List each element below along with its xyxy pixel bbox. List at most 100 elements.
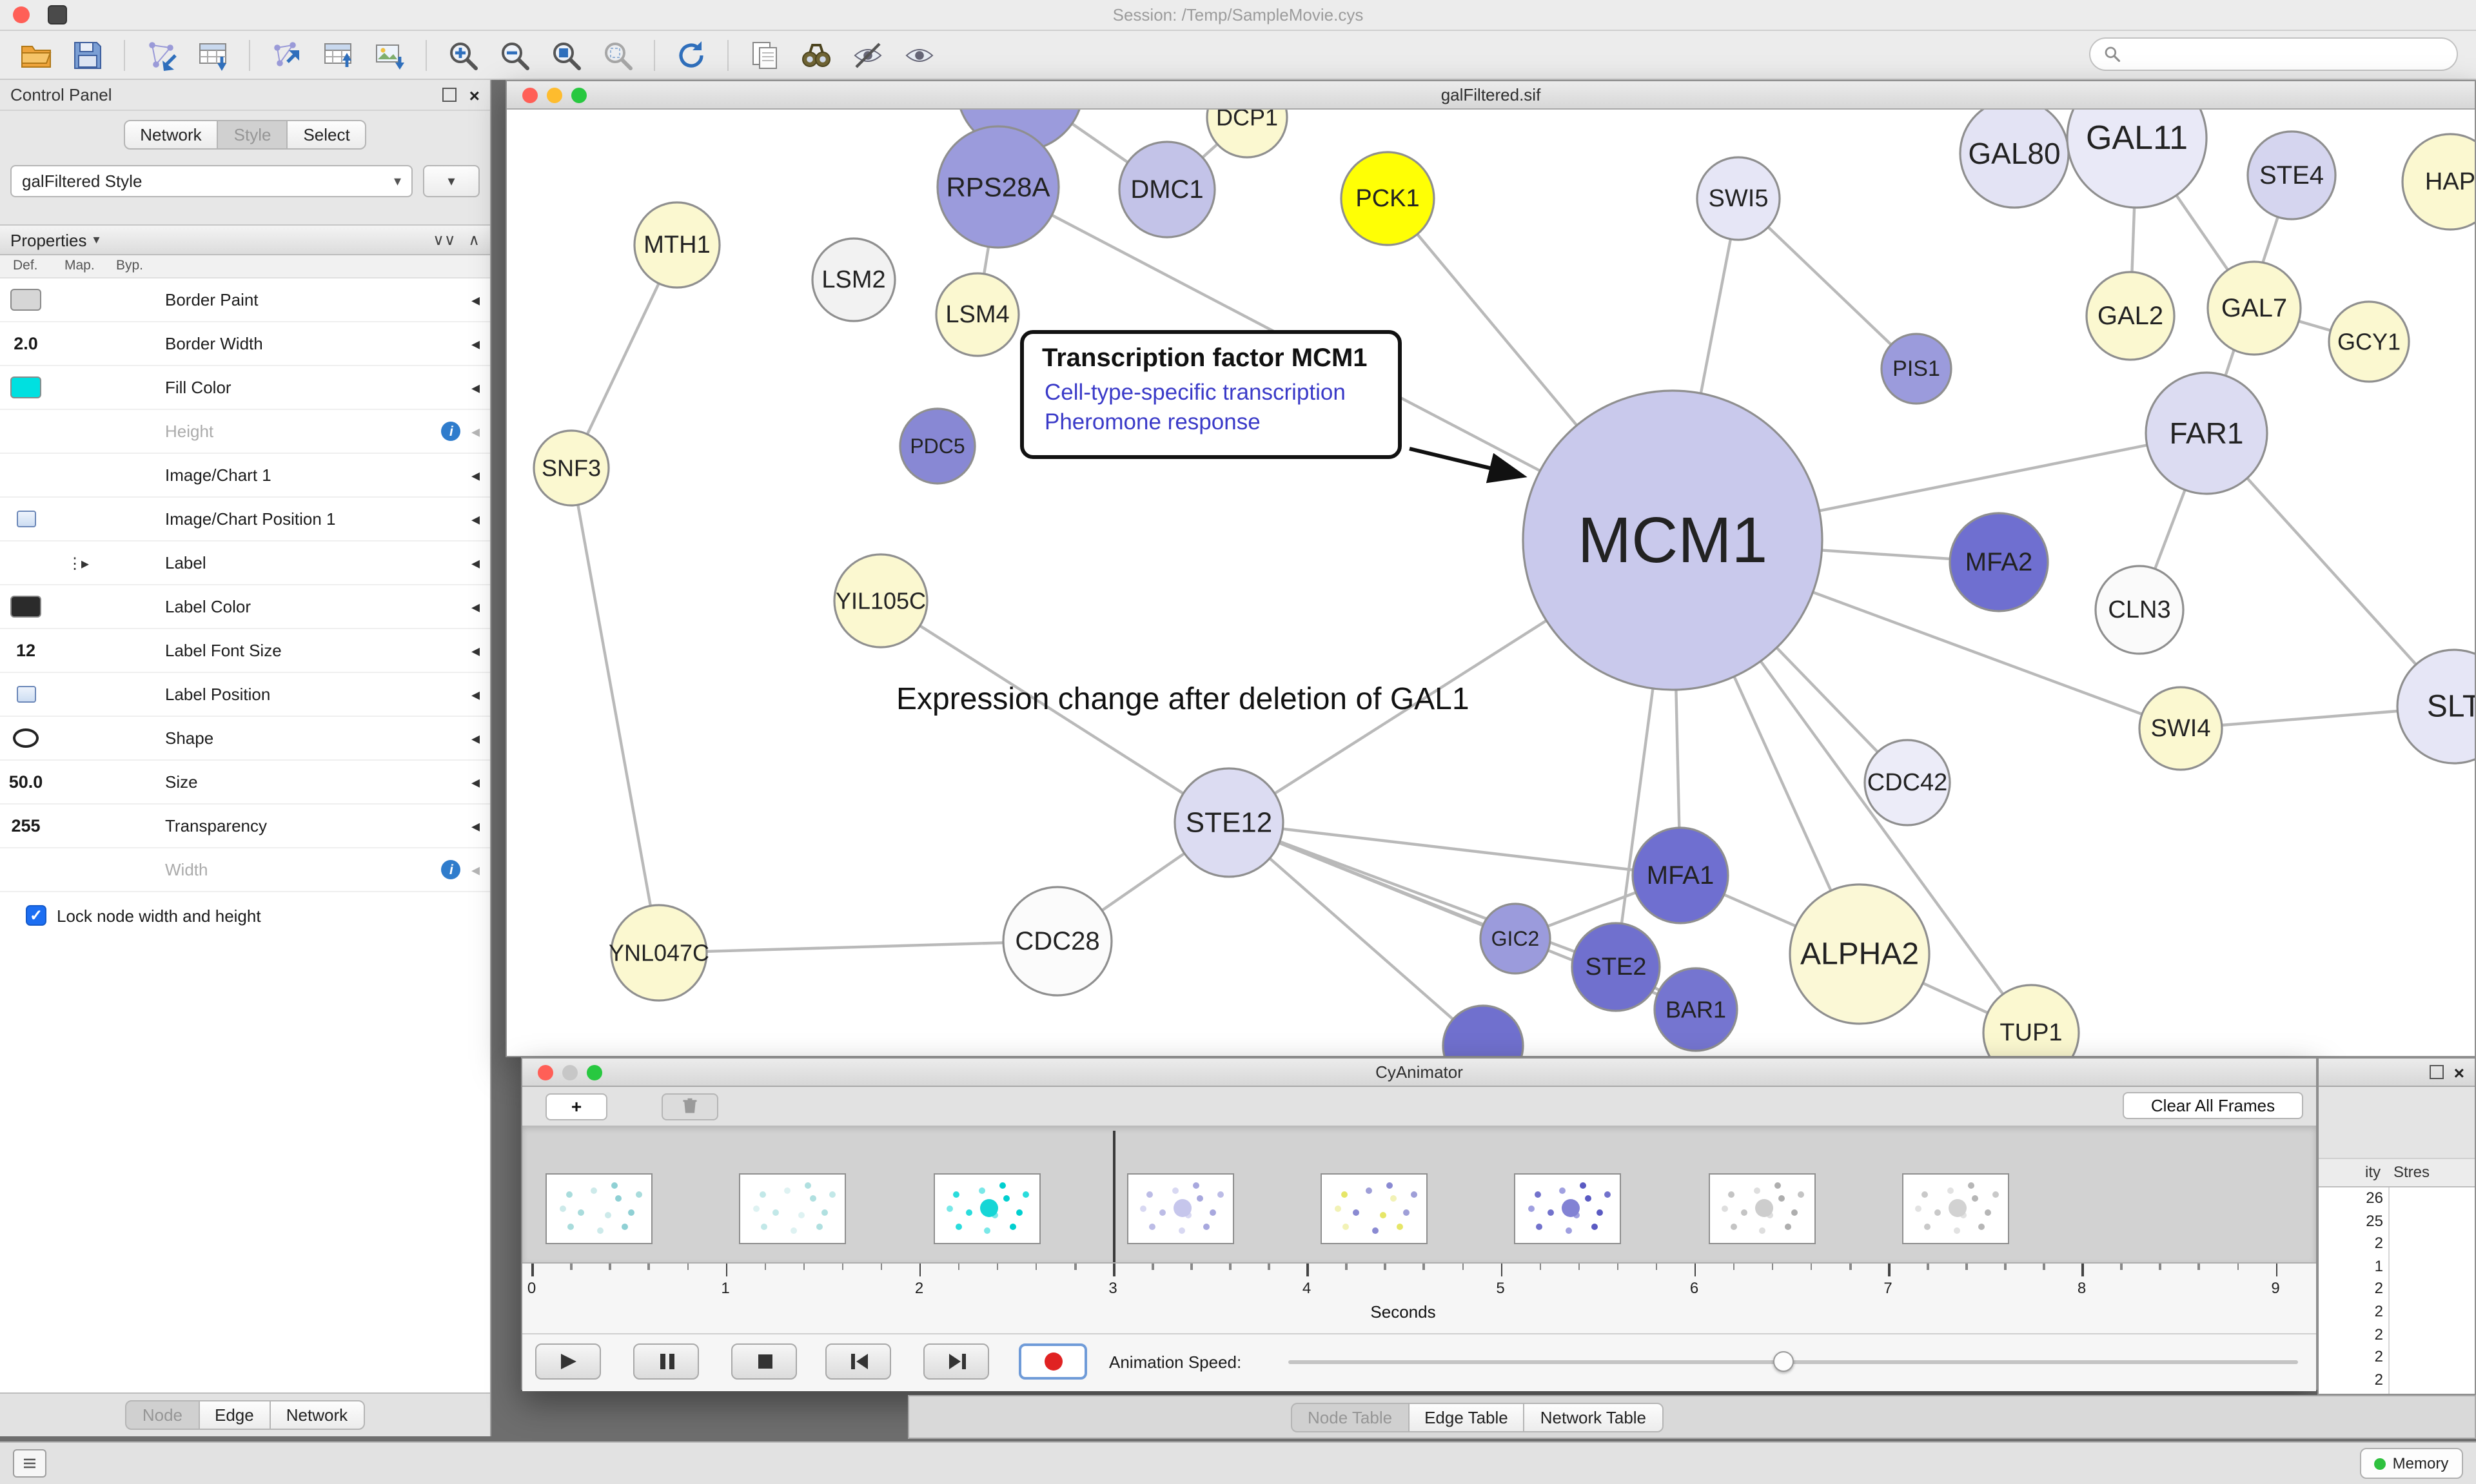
network-edge[interactable] — [571, 468, 659, 953]
network-node-bar1[interactable]: BAR1 — [1655, 968, 1737, 1051]
clear-all-frames-button[interactable]: Clear All Frames — [2123, 1092, 2303, 1119]
minimize-icon[interactable] — [547, 87, 562, 103]
style-options-button[interactable]: ▾ — [423, 164, 480, 197]
network-node-alpha2[interactable]: ALPHA2 — [1790, 884, 1929, 1024]
expand-row-icon[interactable]: ◂ — [471, 509, 480, 529]
close-icon[interactable] — [538, 1064, 553, 1080]
animation-speed-slider[interactable] — [1288, 1360, 2298, 1364]
column-header[interactable]: Stres — [2393, 1163, 2430, 1181]
network-node-gic2[interactable]: GIC2 — [1480, 904, 1550, 973]
network-window-titlebar[interactable]: galFiltered.sif — [507, 81, 2475, 110]
value-cell-text[interactable]: 2.0 — [0, 334, 52, 353]
close-window-icon[interactable]: × — [2454, 1063, 2464, 1081]
style-dropdown[interactable]: galFiltered Style ▾ — [10, 164, 413, 197]
expand-row-icon[interactable]: ◂ — [471, 684, 480, 705]
network-node-ynl047c[interactable]: YNL047C — [609, 905, 709, 1001]
property-row-fill-color[interactable]: Fill Color◂ — [0, 366, 490, 410]
float-window-icon[interactable] — [2430, 1065, 2444, 1079]
export-image-button[interactable] — [368, 35, 411, 74]
tab-select[interactable]: Select — [286, 119, 366, 149]
network-node-ste2[interactable]: STE2 — [1572, 923, 1660, 1011]
expand-row-icon[interactable]: ◂ — [471, 596, 480, 617]
network-node-far1[interactable]: FAR1 — [2146, 373, 2267, 494]
info-icon[interactable]: i — [442, 422, 461, 441]
minimize-icon[interactable] — [562, 1064, 578, 1080]
expand-row-icon[interactable]: ◂ — [471, 333, 480, 354]
network-node-dcp1[interactable]: DCP1 — [1207, 110, 1287, 157]
property-row-height[interactable]: Heighti◂ — [0, 410, 490, 454]
canvas-text-annotation[interactable]: Expression change after deletion of GAL1 — [896, 682, 1469, 718]
expand-all-icon[interactable]: ∨∨ — [433, 231, 455, 249]
value-cell-swatch[interactable] — [0, 289, 52, 311]
network-node-hap[interactable]: HAP — [2402, 134, 2475, 229]
table-row[interactable]: 2 — [2319, 1346, 2475, 1369]
search-box[interactable] — [2089, 37, 2458, 71]
property-row-border-width[interactable]: 2.0Border Width◂ — [0, 322, 490, 366]
panel-tab-node[interactable]: Node — [126, 1400, 199, 1430]
network-node-mth1[interactable]: MTH1 — [634, 202, 720, 288]
table-row[interactable]: 2 — [2319, 1278, 2475, 1301]
tab-network[interactable]: Network — [123, 119, 218, 149]
frame-thumbnail-5[interactable] — [1321, 1173, 1428, 1244]
value-cell-mini[interactable] — [0, 511, 52, 527]
network-node-swi5[interactable]: SWI5 — [1697, 157, 1780, 240]
value-cell-mini[interactable] — [0, 686, 52, 703]
maximize-icon[interactable] — [571, 87, 587, 103]
property-row-label-font-size[interactable]: 12Label Font Size◂ — [0, 629, 490, 673]
network-graph[interactable]: RPS28ADMC1DCP1PCK1SWI5GAL80GAL11STE4HAPM… — [507, 110, 2475, 1056]
column-header[interactable]: ity — [2365, 1163, 2381, 1181]
network-node-mfa2[interactable]: MFA2 — [1950, 513, 2048, 611]
show-all-button[interactable] — [898, 35, 941, 74]
network-node-lsm2[interactable]: LSM2 — [812, 239, 895, 321]
network-canvas[interactable]: RPS28ADMC1DCP1PCK1SWI5GAL80GAL11STE4HAPM… — [507, 110, 2475, 1056]
property-row-border-paint[interactable]: Border Paint◂ — [0, 278, 490, 322]
network-node-cdc28[interactable]: CDC28 — [1003, 887, 1112, 995]
network-node-rps28a[interactable]: RPS28A — [938, 126, 1059, 248]
network-node-pis1[interactable]: PIS1 — [1882, 334, 1951, 404]
memory-button[interactable]: Memory — [2360, 1448, 2463, 1479]
properties-header[interactable]: Properties ▾ ∨∨ ∧ — [0, 224, 490, 255]
cyanimator-titlebar[interactable]: CyAnimator — [522, 1059, 2316, 1087]
property-row-shape[interactable]: Shape◂ — [0, 717, 490, 761]
table-row[interactable]: 26 — [2319, 1187, 2475, 1210]
network-node-snf3[interactable]: SNF3 — [534, 431, 609, 505]
expand-row-icon[interactable]: ◂ — [471, 289, 480, 310]
network-node-node_b[interactable] — [1443, 1006, 1523, 1056]
tab-style[interactable]: Style — [217, 119, 288, 149]
open-session-button[interactable] — [14, 35, 58, 74]
network-node-gal2[interactable]: GAL2 — [2087, 272, 2174, 360]
network-node-pdc5[interactable]: PDC5 — [900, 409, 975, 483]
value-cell-text[interactable]: 255 — [0, 816, 52, 835]
table-row[interactable]: 2 — [2319, 1233, 2475, 1255]
expand-row-icon[interactable]: ◂ — [471, 772, 480, 792]
add-frame-button[interactable]: + — [545, 1093, 607, 1120]
collapse-all-icon[interactable]: ∧ — [468, 231, 480, 249]
float-panel-icon[interactable] — [442, 88, 457, 102]
frame-thumbnail-4[interactable] — [1127, 1173, 1234, 1244]
property-row-image-chart-position-1[interactable]: Image/Chart Position 1◂ — [0, 498, 490, 542]
network-edge[interactable] — [659, 941, 1057, 953]
expand-row-icon[interactable]: ◂ — [471, 859, 480, 880]
annotation-link[interactable]: Cell-type-specific transcription — [1042, 378, 1380, 407]
panel-tab-edge[interactable]: Edge — [198, 1400, 271, 1430]
property-row-width[interactable]: Widthi◂ — [0, 848, 490, 892]
info-icon[interactable]: i — [442, 860, 461, 879]
table-panel-titlebar[interactable]: × — [2319, 1059, 2475, 1087]
table-row[interactable]: 2 — [2319, 1369, 2475, 1392]
table-row[interactable]: 1 — [2319, 1256, 2475, 1278]
value-cell-swatch[interactable] — [0, 596, 52, 618]
property-row-label[interactable]: ⋮▸Label◂ — [0, 542, 490, 585]
expand-row-icon[interactable]: ◂ — [471, 377, 480, 398]
import-table-button[interactable] — [191, 35, 235, 74]
network-node-lsm4[interactable]: LSM4 — [936, 273, 1019, 356]
zoom-out-button[interactable] — [493, 35, 536, 74]
import-network-button[interactable] — [139, 35, 183, 74]
export-table-button[interactable] — [316, 35, 360, 74]
timeline-ruler[interactable]: 0123456789 Seconds Animation Speed: — [522, 1262, 2316, 1391]
network-node-cdc42[interactable]: CDC42 — [1865, 740, 1950, 825]
expand-row-icon[interactable]: ◂ — [471, 728, 480, 748]
search-input[interactable] — [2129, 43, 2444, 65]
save-session-button[interactable] — [66, 35, 110, 74]
timeline-playhead[interactable] — [1113, 1131, 1115, 1262]
property-row-label-position[interactable]: Label Position◂ — [0, 673, 490, 717]
